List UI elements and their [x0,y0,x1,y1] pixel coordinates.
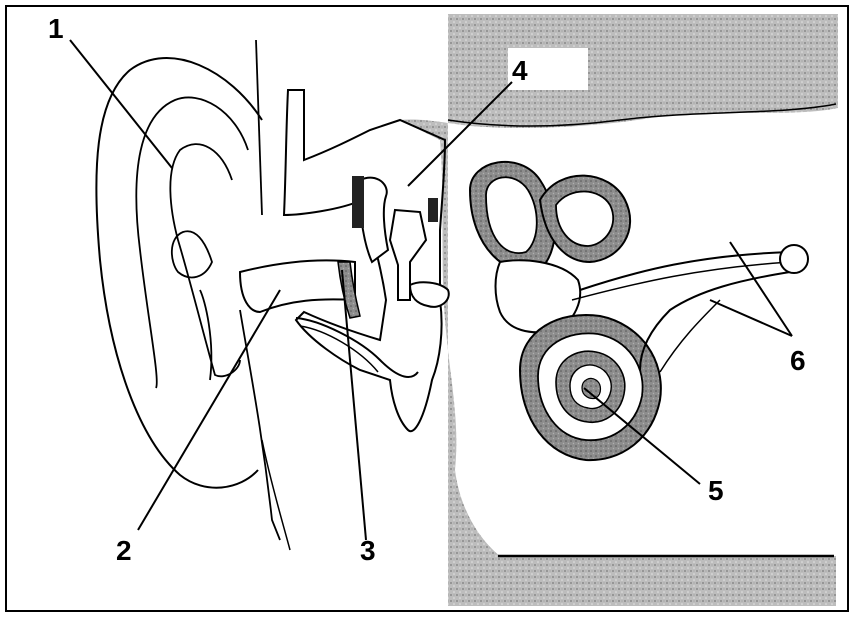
label-3: 3 [360,535,376,566]
head-contour-lower [240,310,280,540]
label-1: 1 [48,13,64,44]
auricle-antihelix [170,144,240,376]
ossicle-shadow [352,176,364,228]
auricle-helix [136,97,248,388]
incus-shadow [428,198,438,222]
label-2: 2 [116,535,132,566]
stapes [410,282,449,307]
lobule [200,290,211,380]
ear-canal [240,260,355,312]
nerve-end [780,245,808,273]
label-5: 5 [708,475,724,506]
head-contour-inner [262,440,290,550]
label-6: 6 [790,345,806,376]
label-4: 4 [512,55,528,86]
head-contour-upper [256,40,262,215]
